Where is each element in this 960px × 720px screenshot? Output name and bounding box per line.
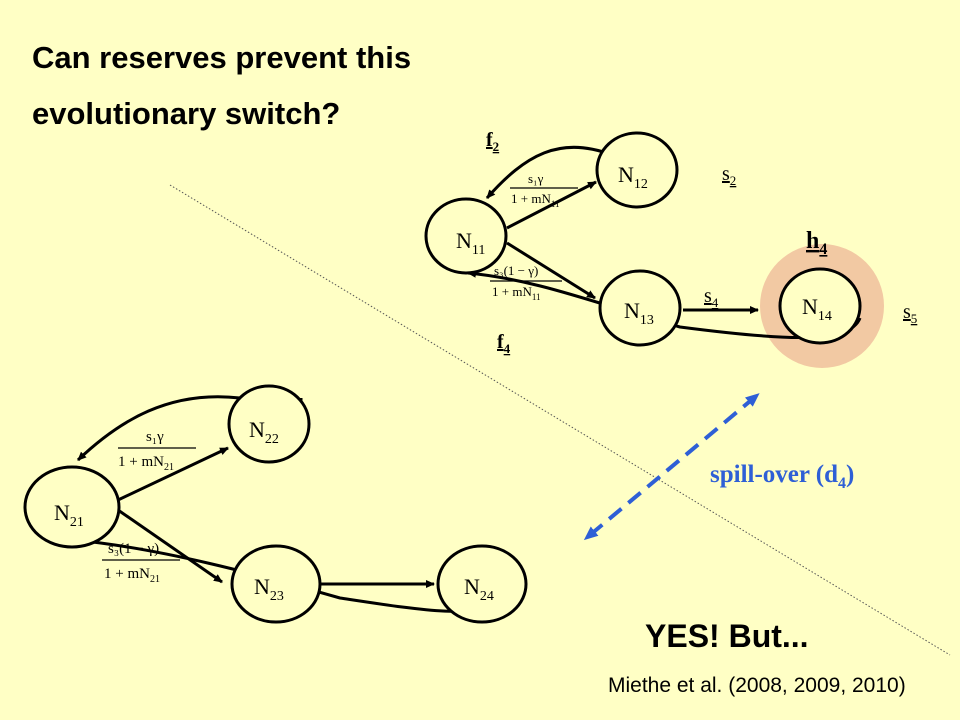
node-n22 [227,384,311,464]
fecundity-arrow-f2 [485,145,613,199]
label-s5: s5 [903,301,917,326]
spillover-arrow [583,393,760,541]
formula-2-top: s₁γ 1 + mN21 [118,429,196,473]
title-line-1: Can reserves prevent this [32,40,412,75]
label-h4: h4 [806,228,827,258]
arrow-n11-n12 [506,180,597,230]
formula-1-bottom-numerator: s₃(1 − γ) [494,263,538,278]
label-s4: s4 [704,285,719,310]
node-n14 [778,267,862,345]
arrow-n11-n13 [506,241,596,300]
node-n12 [595,131,679,209]
conclusion-text: YES! But... [645,618,809,654]
separator-line [169,184,951,656]
formula-2-bottom: s₃(1 − γ) 1 + mN21 [102,541,180,585]
node-n14-label: N14 [802,294,832,324]
node-n24-label: N24 [464,574,494,604]
label-f2: f2 [486,129,499,154]
title-line-2: evolutionary switch? [32,96,341,131]
node-n21-label: N21 [54,500,84,530]
formula-1-top-denominator: 1 + mN11 [511,191,560,209]
node-n23-label: N23 [254,574,284,604]
node-n11 [424,197,508,275]
spillover-label: spill-over (d4) [710,461,855,492]
node-n12-label: N12 [618,162,648,192]
formula-2-bottom-numerator: s₃(1 − γ) [108,541,159,557]
network-1: N11 N12 N13 N14 f2 f4 s2 s4 s5 h4 s₁γ 1 … [424,129,917,356]
fecundity-arrow-n22 [76,395,241,462]
formula-1-top: s₁γ 1 + mN11 [510,171,578,209]
node-n13 [598,269,682,347]
network-2: N21 N22 N23 N24 s₁γ 1 + mN21 s₃(1 − γ) 1… [23,384,528,624]
arrow-n21-n22 [117,446,229,502]
node-n23 [230,544,322,624]
formula-2-top-denominator: 1 + mN21 [118,454,174,473]
node-n22-label: N22 [249,417,279,447]
formula-2-bottom-denominator: 1 + mN21 [104,566,160,585]
citation-text: Miethe et al. (2008, 2009, 2010) [608,674,906,697]
formula-1-bottom: s₃(1 − γ) 1 + mN11 [490,263,562,302]
node-n24 [436,544,528,624]
node-n21 [23,465,121,549]
node-n13-label: N13 [624,298,654,328]
formula-1-top-numerator: s₁γ [528,171,544,186]
slide-title: Can reserves prevent this evolutionary s… [32,30,411,142]
formula-1-bottom-denominator: 1 + mN11 [492,284,541,302]
label-f4: f4 [497,331,511,356]
arrow-n21-n23 [117,508,223,584]
node-n11-label: N11 [456,228,485,258]
label-s2: s2 [722,163,736,188]
formula-2-top-numerator: s₁γ [146,429,164,445]
